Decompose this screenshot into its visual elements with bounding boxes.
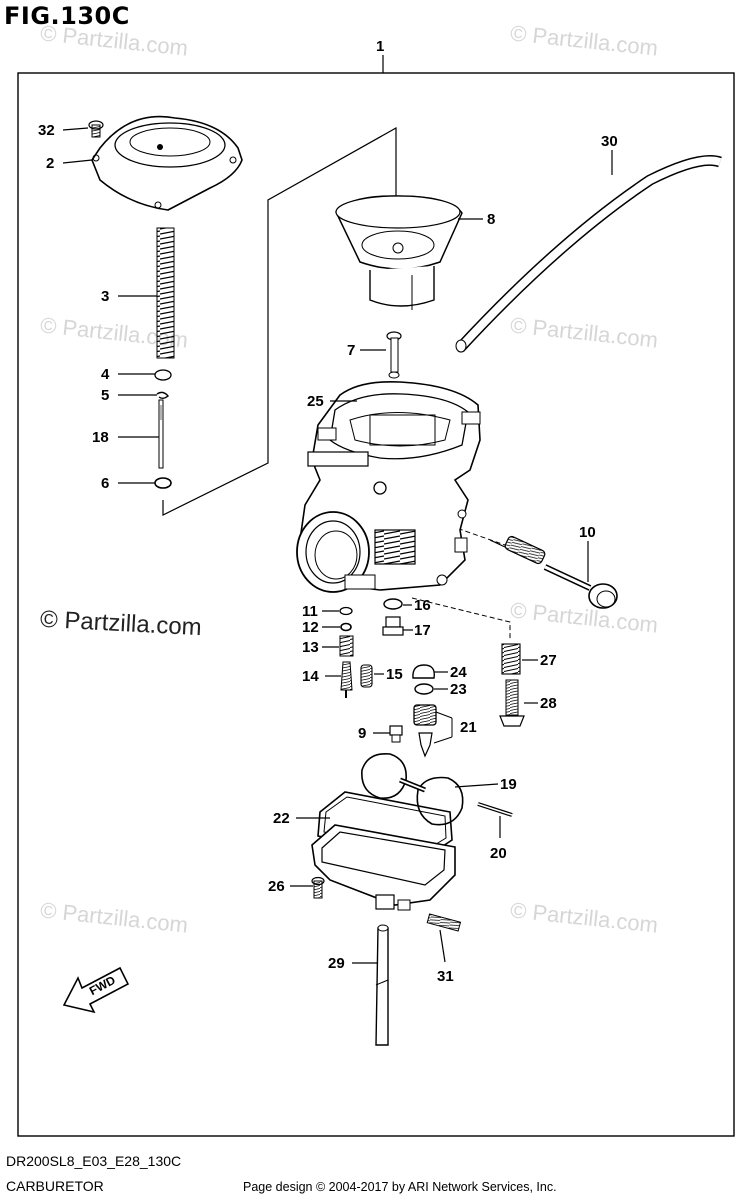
callout-6: 6 [101, 475, 109, 492]
callout-28: 28 [540, 695, 557, 712]
jet-15 [360, 664, 373, 688]
callout-5: 5 [101, 387, 109, 404]
spring-27 [501, 643, 521, 675]
callout-12: 12 [302, 619, 319, 636]
callout-19: 19 [500, 776, 517, 793]
float-19 [361, 753, 464, 826]
callout-numbers: 1 32 2 3 4 5 18 6 8 30 7 25 10 11 12 13 … [38, 38, 618, 985]
callout-32: 32 [38, 122, 55, 139]
section-name: CARBURETOR [6, 1178, 104, 1194]
float-chamber [311, 824, 456, 911]
model-code: DR200SL8_E03_E28_130C [6, 1153, 182, 1169]
spring-13 [339, 635, 354, 657]
callout-16: 16 [414, 597, 431, 614]
callout-25: 25 [307, 393, 324, 410]
callout-4: 4 [101, 366, 110, 383]
screw-28 [499, 679, 525, 727]
screw-7 [386, 331, 402, 379]
figure-title: FIG.130C [4, 2, 130, 30]
o-ring-23 [414, 683, 434, 695]
pin-20 [477, 802, 513, 817]
carb-top-cap [91, 115, 243, 211]
callout-21: 21 [460, 719, 477, 736]
callout-23: 23 [450, 681, 467, 698]
callout-22: 22 [273, 810, 290, 827]
o-ring-11 [339, 606, 353, 616]
carburetor-body [296, 380, 481, 593]
drain-screw-31 [426, 913, 462, 932]
choke-cable-10 [489, 535, 618, 609]
clip-5 [156, 391, 169, 399]
callout-13: 13 [302, 639, 319, 656]
callout-31: 31 [437, 968, 454, 985]
callout-11: 11 [302, 603, 318, 620]
callout-8: 8 [487, 211, 495, 228]
callout-30: 30 [601, 133, 618, 150]
callout-29: 29 [328, 955, 345, 972]
callout-1: 1 [376, 38, 384, 55]
spring-3 [156, 227, 175, 359]
callout-10: 10 [579, 524, 596, 541]
washer-6 [154, 477, 172, 489]
callout-27: 27 [540, 652, 557, 669]
group-line-top [162, 126, 397, 516]
callout-15: 15 [386, 666, 403, 683]
screw-32 [88, 120, 104, 138]
vent-tube-30 [455, 154, 722, 352]
screw-9 [389, 725, 403, 743]
copyright-notice: Page design © 2004-2017 by ARI Network S… [243, 1180, 557, 1194]
group-line-float [411, 597, 511, 640]
washer-12 [340, 622, 352, 632]
leader-lines [62, 127, 613, 964]
washer-16 [383, 598, 403, 610]
callout-9: 9 [358, 725, 366, 742]
callout-18: 18 [92, 429, 109, 446]
diaphragm-piston-8 [335, 195, 463, 310]
callout-26: 26 [268, 878, 285, 895]
callout-7: 7 [347, 342, 355, 359]
washer-4 [154, 369, 172, 381]
jet-needle-18 [158, 399, 164, 469]
callout-14: 14 [302, 668, 319, 685]
callout-3: 3 [101, 288, 109, 305]
callout-20: 20 [490, 845, 507, 862]
gasket-22 [317, 791, 453, 859]
screw-26 [311, 876, 325, 899]
needle-valve-21 [413, 704, 437, 758]
jet-holder-17 [382, 616, 404, 636]
callout-2: 2 [46, 155, 54, 172]
screw-14 [340, 661, 353, 698]
callout-17: 17 [414, 622, 431, 639]
fwd-direction-arrow: FWD [62, 966, 130, 1014]
cap-24 [412, 664, 435, 679]
drain-hose-29 [375, 924, 389, 1046]
frame-box [17, 72, 735, 1137]
callout-24: 24 [450, 664, 467, 681]
